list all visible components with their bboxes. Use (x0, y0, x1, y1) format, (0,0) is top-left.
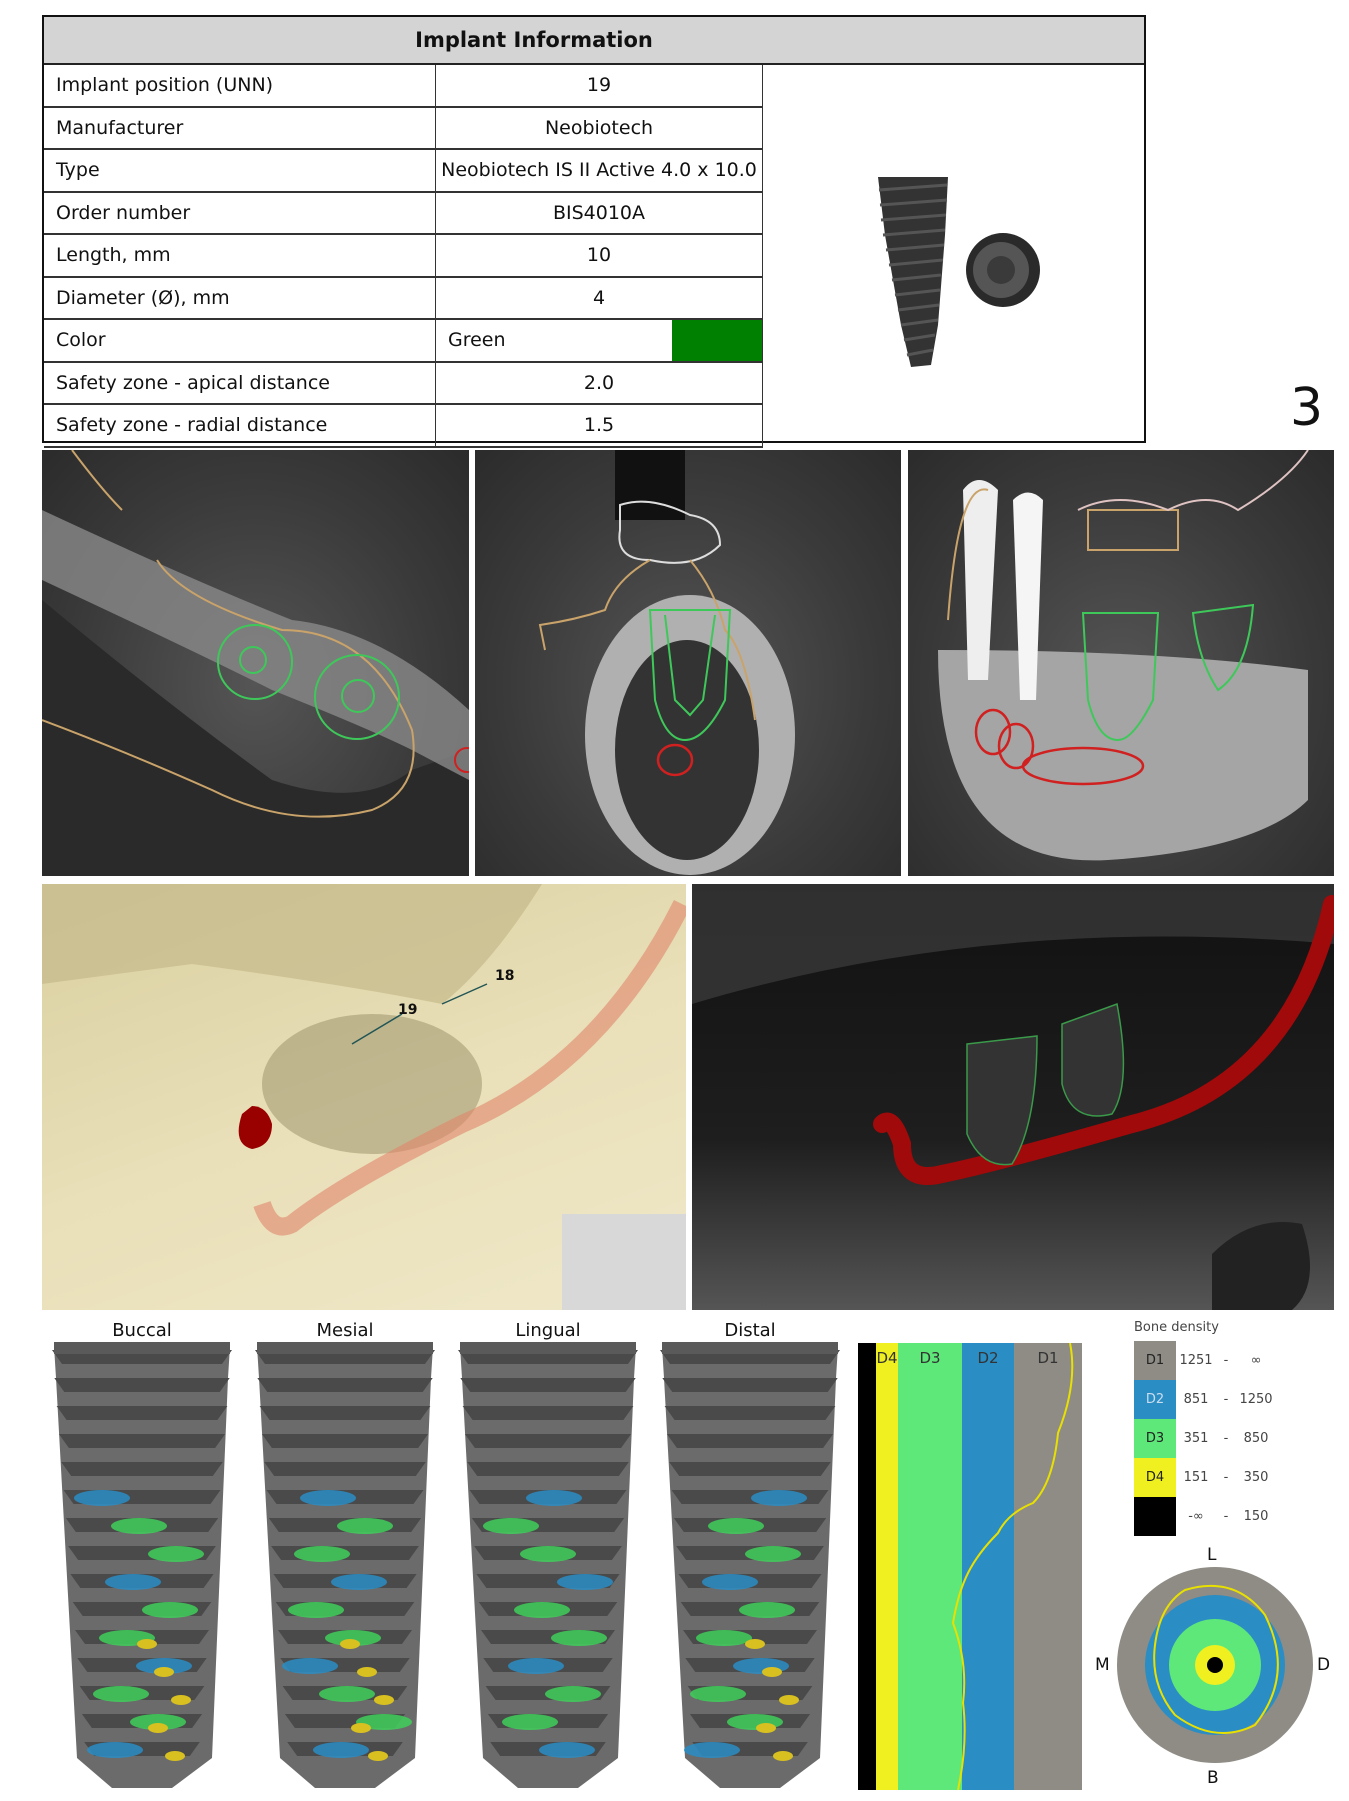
table-row: Safety zone - radial distance 1.5 (44, 405, 763, 448)
table-row: Color Green (44, 320, 763, 363)
view-label: Lingual (515, 1320, 581, 1341)
density-profile-line (951, 1343, 1074, 1790)
legend-from: 851 (1183, 1392, 1209, 1407)
legend-to: 350 (1243, 1470, 1269, 1485)
density-column-label: D2 (977, 1349, 999, 1367)
view-label: Distal (724, 1320, 776, 1341)
density-column-d4: D4 (876, 1343, 898, 1790)
row-label: Order number (44, 192, 436, 233)
ct-panoramic-view[interactable] (908, 450, 1334, 876)
implant-density-render (660, 1342, 840, 1788)
table-row: Safety zone - apical distance 2.0 (44, 362, 763, 405)
density-cross-section (1117, 1567, 1313, 1763)
legend-from: 151 (1183, 1470, 1209, 1485)
row-value: 2.0 (583, 371, 615, 394)
legend-item: -∞-150 (1134, 1497, 1334, 1536)
row-label: Safety zone - radial distance (44, 405, 436, 446)
3d-bone-render[interactable]: 19 18 (42, 884, 686, 1310)
implant-picture (878, 177, 1040, 367)
view-label: Buccal (112, 1320, 172, 1341)
legend-from: 351 (1183, 1431, 1209, 1446)
legend-swatch: D4 (1134, 1458, 1176, 1497)
implant-view-mesial: Mesial (245, 1318, 445, 1798)
row-label: Type (44, 150, 436, 191)
legend-swatch (1134, 1497, 1176, 1536)
density-column-label: D1 (1037, 1349, 1059, 1367)
row-label: Safety zone - apical distance (44, 362, 436, 403)
implant-icon (878, 177, 948, 367)
legend-from: 1251 (1179, 1353, 1213, 1368)
orientation-distal: D (1317, 1655, 1331, 1675)
implant-label-19: 19 (398, 1002, 418, 1018)
density-column-label: D4 (876, 1349, 898, 1367)
orientation-buccal: B (1207, 1768, 1219, 1788)
legend-title: Bone density (1134, 1320, 1219, 1335)
row-value: 19 (586, 74, 612, 97)
table-title: Implant Information (44, 17, 1144, 65)
implant-view-buccal: Buccal (42, 1318, 242, 1798)
table-row: Length, mm 10 (44, 235, 763, 278)
row-value: Neobiotech (544, 116, 654, 139)
table-row: Order number BIS4010A (44, 192, 763, 235)
density-column-d3: D3 (898, 1343, 962, 1790)
row-value: Neobiotech IS II Active 4.0 x 10.0 (441, 159, 757, 182)
density-column-label: D3 (919, 1349, 941, 1367)
page-number: 3 (1290, 378, 1324, 438)
implant-view-distal: Distal (650, 1318, 850, 1798)
legend-swatch: D2 (1134, 1380, 1176, 1419)
implant-density-render (52, 1342, 232, 1788)
table-row: Implant position (UNN) 19 (44, 65, 763, 108)
density-column-d1: D1 (1014, 1343, 1082, 1790)
ct-cross-section-view[interactable] (475, 450, 901, 876)
row-label: Diameter (Ø), mm (44, 277, 436, 318)
table-row: Diameter (Ø), mm 4 (44, 277, 763, 320)
implant-top-view-icon (966, 233, 1040, 307)
color-swatch (672, 320, 762, 361)
3d-xray-render[interactable] (692, 884, 1334, 1310)
row-label: Implant position (UNN) (44, 65, 436, 106)
table-row: Manufacturer Neobiotech (44, 107, 763, 150)
legend-swatch: D3 (1134, 1419, 1176, 1458)
implant-info-table: Implant Information Implant position (UN… (42, 15, 1146, 448)
legend-to: 850 (1243, 1431, 1269, 1446)
row-label: Color (44, 320, 436, 361)
implant-image-cell (763, 65, 1144, 441)
legend-to: 1250 (1239, 1392, 1273, 1407)
orientation-mesial: M (1095, 1655, 1110, 1675)
row-value: 4 (592, 286, 606, 309)
legend-to: ∞ (1250, 1353, 1262, 1368)
density-column-black (858, 1343, 876, 1790)
legend-to: 150 (1243, 1509, 1269, 1524)
implant-density-render (458, 1342, 638, 1788)
implant-label-18: 18 (495, 968, 515, 984)
implant-density-render (255, 1342, 435, 1788)
legend-from: -∞ (1188, 1509, 1204, 1524)
row-label: Length, mm (44, 235, 436, 276)
row-value: BIS4010A (552, 201, 646, 224)
ct-axial-view[interactable] (42, 450, 469, 876)
view-label: Mesial (316, 1320, 374, 1341)
row-value: Green (448, 329, 506, 352)
row-label: Manufacturer (44, 107, 436, 148)
orientation-lingual: L (1207, 1545, 1217, 1565)
row-value: 1.5 (583, 414, 615, 437)
row-value: 10 (586, 244, 612, 267)
implant-view-lingual: Lingual (448, 1318, 648, 1798)
legend-swatch: D1 (1134, 1341, 1176, 1380)
